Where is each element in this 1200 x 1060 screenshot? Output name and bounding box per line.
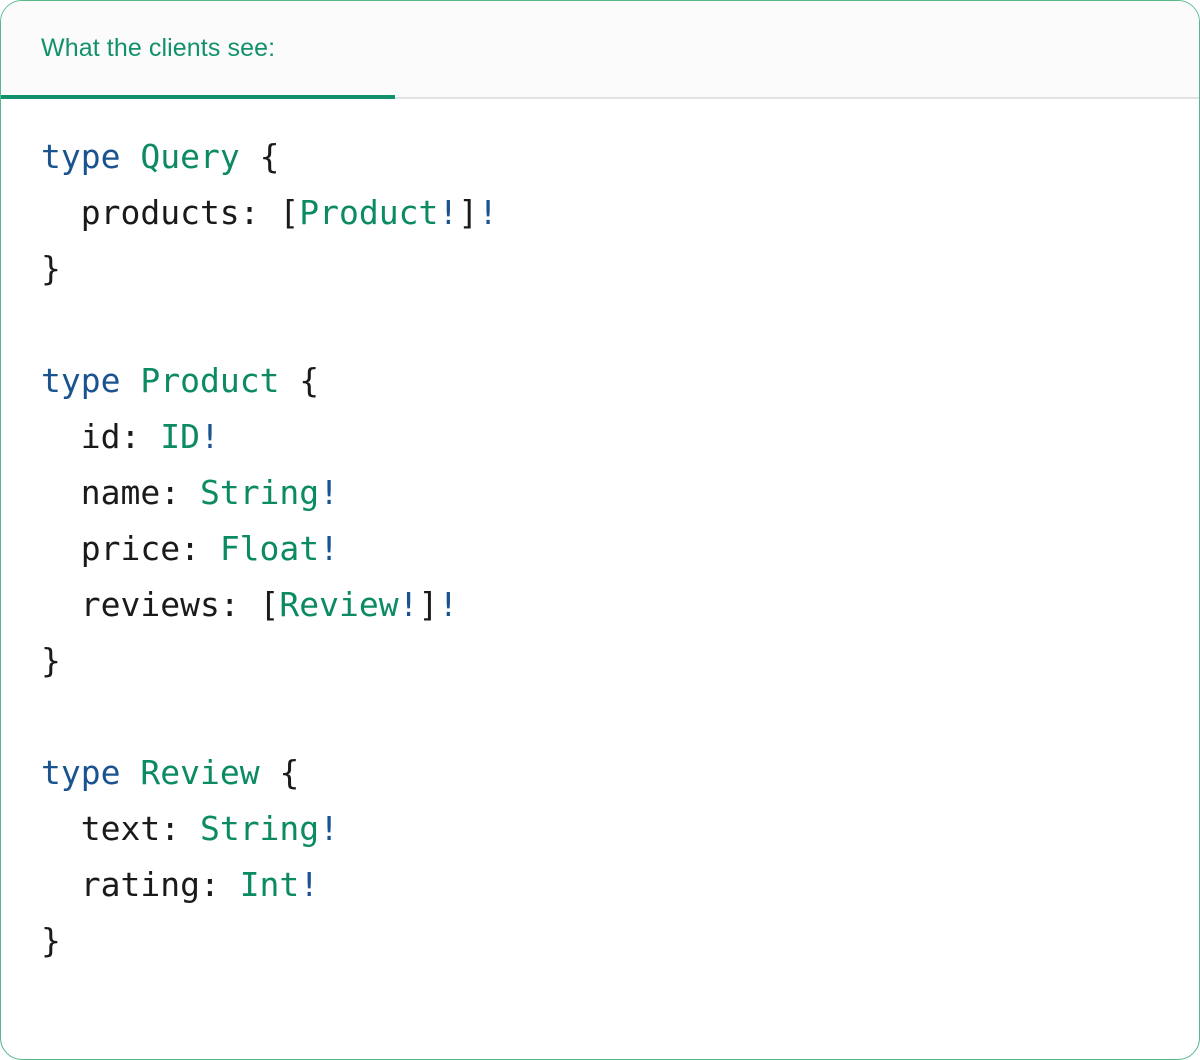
code-line: type Query { [41,129,1199,185]
code-token-bang: ! [199,417,220,456]
code-token-type: String [199,809,320,848]
code-token-kw: type [41,137,121,176]
code-line: } [41,913,1199,969]
code-area: type Query { products: [Product!]! } typ… [1,99,1199,969]
code-blank-line [41,689,1199,745]
code-token-punc: reviews: [ [41,585,280,624]
code-token-punc [120,753,140,792]
code-line: } [41,241,1199,297]
code-line: } [41,633,1199,689]
code-line: products: [Product!]! [41,185,1199,241]
code-token-punc: products: [ [41,193,300,232]
tab-label: What the clients see: [41,33,276,62]
tab-what-the-clients-see[interactable]: What the clients see: [1,1,395,99]
code-token-bang: ! [319,809,340,848]
code-token-punc: { [279,361,320,400]
code-line: text: String! [41,801,1199,857]
code-token-punc: name: [41,473,200,512]
code-line: name: String! [41,465,1199,521]
code-line: price: Float! [41,521,1199,577]
code-token-punc: id: [41,417,161,456]
code-token-punc: } [41,921,61,960]
code-token-punc: price: [41,529,220,568]
code-blank-line [41,297,1199,353]
code-token-punc: { [259,753,300,792]
code-token-punc: } [41,641,61,680]
code-token-type: Product [299,193,439,232]
code-line: rating: Int! [41,857,1199,913]
code-token-bang: ! [478,193,498,232]
code-token-punc [120,361,140,400]
code-token-bang: ! [319,529,340,568]
code-token-punc: rating: [41,865,240,904]
code-token-bang: ! [299,865,320,904]
code-line: id: ID! [41,409,1199,465]
card-header: What the clients see: [1,1,1199,99]
code-token-bang: ! [398,585,419,624]
code-token-type: Review [140,753,260,792]
code-line: type Review { [41,745,1199,801]
code-line: type Product { [41,353,1199,409]
code-token-type: ID [160,417,200,456]
code-token-kw: type [41,753,121,792]
code-token-type: String [199,473,320,512]
code-token-punc: ] [418,585,439,624]
code-token-type: Float [219,529,320,568]
code-token-type: Int [239,865,300,904]
code-token-punc: { [239,137,280,176]
code-token-punc [120,137,140,176]
code-token-kw: type [41,361,121,400]
code-line: reviews: [Review!]! [41,577,1199,633]
code-token-bang: ! [438,585,459,624]
code-token-bang: ! [319,473,340,512]
code-token-bang: ! [438,193,459,232]
graphql-schema-code[interactable]: type Query { products: [Product!]! } typ… [41,129,1199,969]
code-token-type: Query [140,137,240,176]
code-token-punc: ] [458,193,479,232]
code-token-punc: } [41,249,61,288]
code-token-type: Review [279,585,399,624]
code-token-punc: text: [41,809,200,848]
code-token-type: Product [140,361,280,400]
